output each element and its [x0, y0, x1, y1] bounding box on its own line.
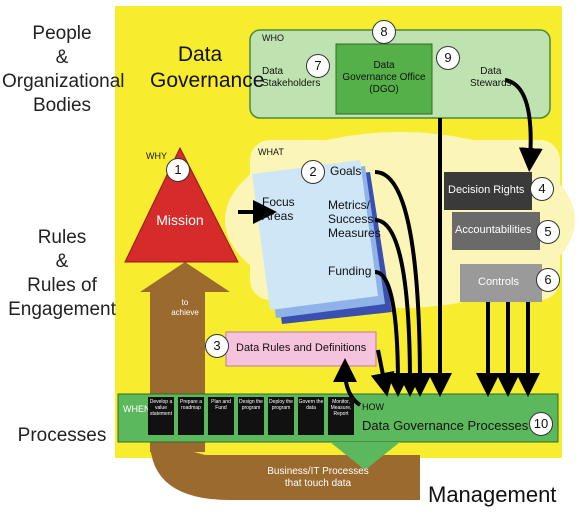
process-step: Design the program	[238, 397, 264, 435]
number-badge: 7	[306, 54, 330, 78]
decision-rights-box	[444, 172, 532, 210]
goals-label: Goals	[330, 164, 362, 178]
process-step: Monitor, Measure, Report	[328, 397, 354, 435]
management-label: Management	[428, 482, 557, 507]
controls-box	[460, 264, 542, 302]
mission-triangle	[124, 146, 239, 263]
process-step: Prepare a roadmap	[178, 397, 204, 435]
diagram-title: Data Governance	[150, 43, 265, 92]
mission-label: Mission	[156, 212, 204, 228]
number-badge: 6	[536, 268, 560, 292]
dgo-label: Data Governance Office (DGO)	[342, 60, 426, 95]
people-label: People & Organizational Bodies	[2, 23, 125, 116]
what-header: WHAT	[258, 147, 284, 157]
metrics-label: Metrics/ Success Measures	[328, 198, 381, 240]
number-badge: 3	[205, 334, 229, 358]
process-step: Deploy the program	[268, 397, 294, 435]
number-badge: 9	[436, 46, 460, 70]
number-badge: 2	[301, 160, 325, 184]
process-step: Govern the data	[298, 397, 324, 435]
funding-label: Funding	[328, 264, 372, 278]
process-step: Plan and Fund	[208, 397, 234, 435]
business-it-label: Business/IT Processes that touch data	[267, 466, 369, 489]
focus-areas-label: Focus Areas	[262, 195, 295, 223]
number-badge: 5	[536, 220, 560, 244]
processes-label: Processes	[17, 425, 107, 446]
data-stakeholders-label: Data Stakeholders	[262, 66, 321, 89]
data-rules-label: Data Rules and Definitions	[236, 342, 367, 354]
number-badge: 8	[372, 20, 396, 44]
rules-label: Rules & Rules of Engagement	[8, 227, 116, 320]
dgo-box	[335, 43, 433, 115]
number-badge: 4	[530, 177, 554, 201]
decision-rights-label: Decision Rights	[448, 184, 525, 196]
process-step: Develop a value statement	[148, 397, 174, 435]
number-badge: 10	[529, 412, 553, 436]
number-badge: 1	[166, 158, 190, 182]
when-label: WHEN	[123, 404, 151, 414]
data-stewards-label: Data Stewards	[470, 66, 512, 89]
dg-processes-label: Data Governance Processes	[362, 418, 529, 433]
to-achieve-label: to achieve	[171, 298, 199, 317]
accountabilities-label: Accountabilities	[455, 224, 532, 236]
accountabilities-box	[452, 212, 540, 250]
focus-page	[252, 160, 378, 310]
how-label: HOW	[362, 402, 384, 412]
why-label: WHY	[146, 151, 167, 161]
controls-label: Controls	[478, 276, 519, 288]
down-arrow	[330, 442, 400, 470]
who-header: WHO	[262, 33, 284, 43]
